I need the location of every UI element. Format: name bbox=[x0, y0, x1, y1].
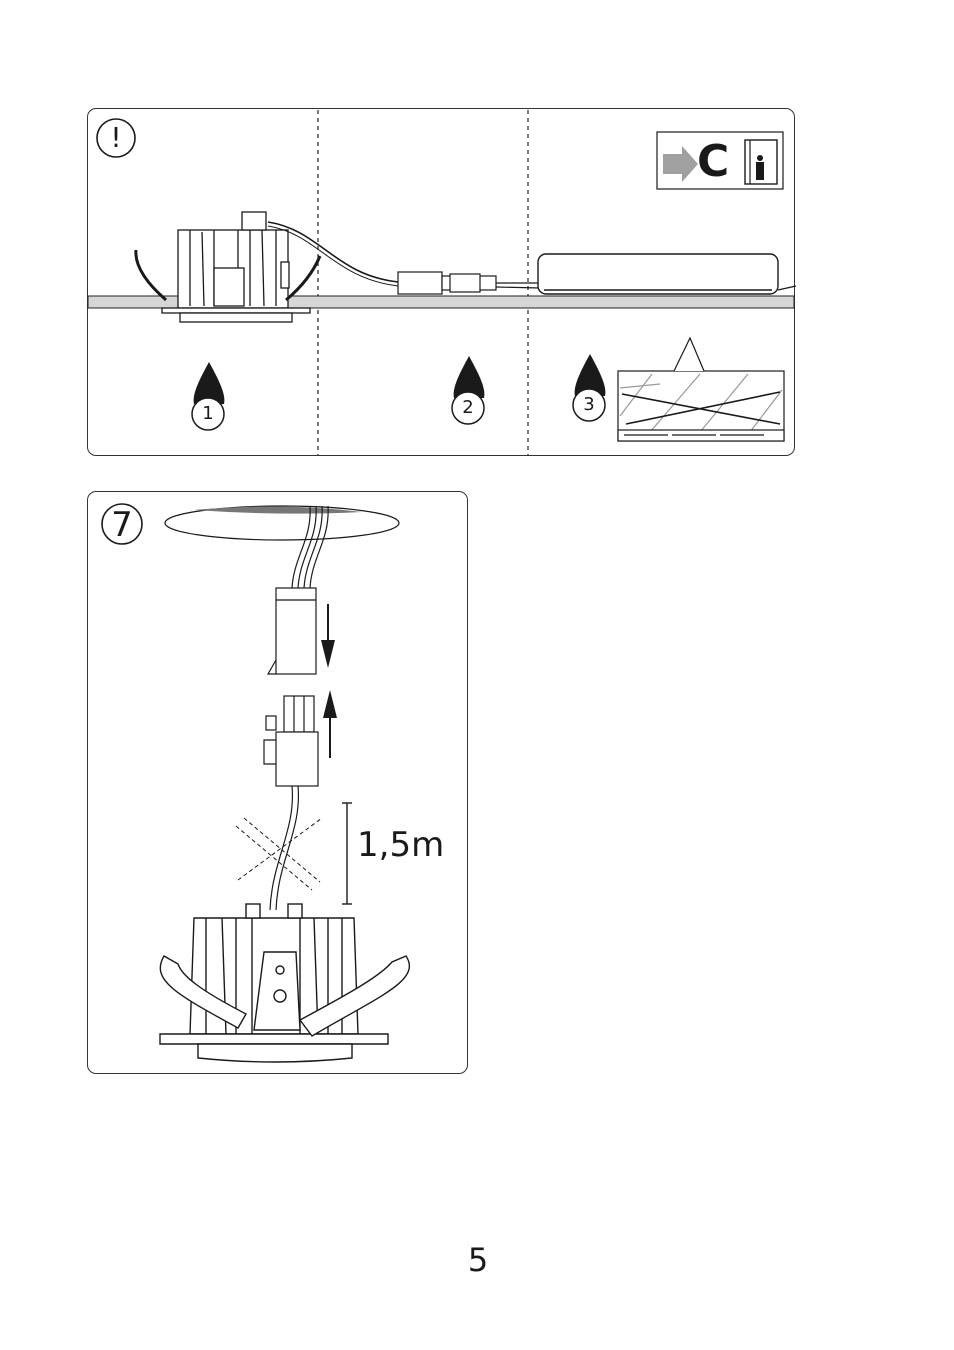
no-insulation-callout bbox=[618, 338, 784, 441]
step-number-1: 1 bbox=[192, 398, 224, 430]
page-number: 5 bbox=[460, 1244, 496, 1276]
connector-plug bbox=[398, 272, 540, 294]
warning-mark: ! bbox=[97, 119, 135, 157]
panel7-number: 7 bbox=[101, 504, 143, 546]
step-number-3: 3 bbox=[573, 389, 605, 421]
cable-length-label: 1,5m bbox=[357, 828, 444, 862]
step-number-2: 2 bbox=[452, 392, 484, 424]
connection-step-panel bbox=[87, 491, 468, 1074]
manual-book-icon bbox=[745, 140, 777, 184]
reference-letter: C bbox=[697, 140, 729, 184]
led-driver bbox=[538, 254, 796, 294]
